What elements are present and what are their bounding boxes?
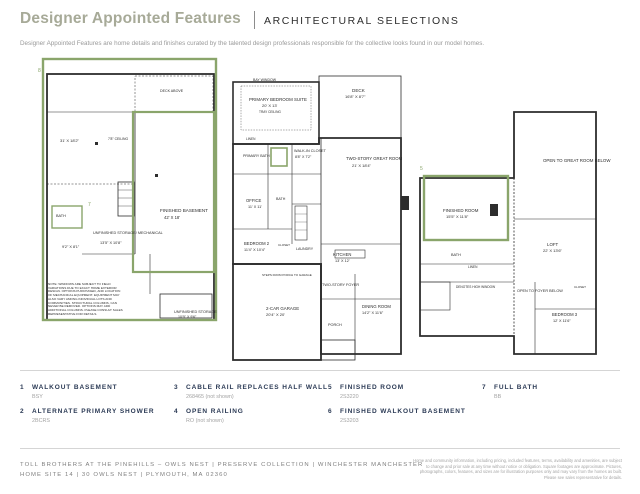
legend-item-4-num: 4 (174, 408, 178, 415)
second-linen-label: LINEN (468, 265, 478, 269)
basement-finished-label: FINISHED BASEMENT (160, 208, 208, 213)
second-finished-dim: 15'5" X 11'8" (446, 214, 469, 219)
basement-9ft-dim: 9'2" X 8'1" (62, 245, 80, 249)
first-walkin-dim: 8'8" X 7'2" (295, 155, 312, 159)
legend-top-rule (20, 370, 620, 371)
legend-item-6-code: 2S3203 (340, 418, 359, 424)
second-bed3-label: BEDROOM 3 (552, 312, 578, 317)
first-deck-label: DECK (352, 88, 366, 93)
page-title: Designer Appointed Features (20, 10, 241, 27)
second-loft-label: LOFT (547, 242, 559, 247)
page-header: Designer Appointed Features ARCHITECTURA… (20, 8, 620, 32)
first-great-label: TWO-STORY GREAT ROOM (346, 156, 403, 161)
legend-item-6-title: FINISHED WALKOUT BASEMENT (340, 408, 466, 415)
first-bath-label: BATH (276, 197, 286, 201)
first-kitchen-label: KITCHEN (333, 252, 351, 257)
legend-item-1-title: WALKOUT BASEMENT (32, 384, 118, 391)
basement-mech-dim: 13'5" X 10'8" (100, 241, 122, 245)
first-floor-plan: BAY WINDOW PRIMARY BEDROOM SUITE 20' X 1… (232, 75, 409, 361)
first-closet-label: CLOSET (278, 243, 290, 247)
second-bath-label: BATH (451, 253, 461, 257)
basement-note: NOTE: WINDOWS ARE SUBJECT TO FIELD VARIA… (48, 283, 123, 316)
first-dining-dim: 14'2" X 11'6" (362, 311, 384, 315)
second-bed3-dim: 12' X 11'6" (553, 319, 571, 323)
first-foyer-label: TWO-STORY FOYER (322, 283, 359, 287)
first-linen-label: LINEN (246, 137, 256, 141)
first-garage-label: 2-CAR GARAGE (266, 306, 299, 311)
legend-item-3-title: CABLE RAIL REPLACES HALF WALL (186, 384, 328, 391)
second-finished-label: FINISHED ROOM (443, 208, 479, 213)
legend-item-2-code: 2BCRS (32, 418, 50, 424)
legend-item-7-code: BB (494, 394, 502, 400)
legend-item-2-num: 2 (20, 408, 24, 415)
legend-item-1-num: 1 (20, 384, 24, 391)
basement-deck-label: DECK ABOVE (160, 89, 184, 93)
basement-unexcavated-dim: 31' X 18'2" (60, 138, 80, 143)
first-bed2-label: BEDROOM 2 (244, 241, 270, 246)
legend-item-7-num: 7 (482, 384, 486, 391)
legend-item-5-title: FINISHED ROOM (340, 384, 405, 391)
first-primary-bath-label: PRIMARY BATH (243, 154, 270, 158)
features-legend: 1 WALKOUT BASEMENT BSY 2 ALTERNATE PRIMA… (20, 384, 620, 434)
second-floor-plan: FINISHED ROOM 15'5" X 11'8" OPEN TO GREA… (419, 111, 611, 355)
legend-item-3-num: 3 (174, 384, 178, 391)
footer-disclaimer: Home and community information, includin… (413, 458, 622, 480)
first-great-dim: 21' X 18'4" (352, 163, 372, 168)
basement-storage-dim: 10'9" X 9'6" (178, 315, 197, 319)
marker-8: 8 (38, 68, 41, 74)
legend-item-7-title: FULL BATH (494, 384, 538, 391)
first-dining-label: DINING ROOM (362, 304, 391, 309)
marker-7: 7 (88, 202, 91, 208)
legend-item-4-code: RO (not shown) (186, 418, 224, 424)
intro-text: Designer Appointed Features are home det… (20, 40, 485, 47)
first-office-label: OFFICE (246, 198, 262, 203)
legend-item-2-title: ALTERNATE PRIMARY SHOWER (32, 408, 155, 415)
first-tray-label: TRAY CEILING (259, 110, 281, 114)
first-deck-dim: 16'8" X 8'7" (345, 94, 366, 99)
footer-homesite: HOME SITE 14 | 30 OWLS NEST | PLYMOUTH, … (20, 472, 228, 478)
first-walkin-label: WALK-IN CLOSET (294, 149, 327, 153)
basement-storage-label: UNFINISHED STORAGE (174, 310, 217, 314)
basement-mech-label: UNFINISHED STORAGE/ MECHANICAL (93, 231, 163, 235)
legend-item-1-code: BSY (32, 394, 43, 400)
legend-item-3-code: 268465 (not shown) (186, 394, 234, 400)
second-open-great-label: OPEN TO GREAT ROOM BELOW (543, 158, 611, 163)
basement-ceiling-label: 7'8" CEILING (108, 137, 128, 141)
second-denotes-label: DENOTES HIGH WINDOW (456, 285, 495, 289)
basement-plan: DECK ABOVE 31' X 18'2" 7'8" CEILING BATH… (38, 57, 217, 322)
first-bay-label: BAY WINDOW (253, 78, 277, 82)
basement-finished-dim: 42' X 18' (164, 215, 180, 220)
footer-top-rule (20, 448, 620, 449)
footer-community: TOLL BROTHERS AT THE PINEHILLS – OWLS NE… (20, 462, 424, 468)
first-primary-label: PRIMARY BEDROOM SUITE (249, 97, 307, 102)
basement-bath-label: BATH (56, 214, 66, 218)
floor-plans: DECK ABOVE 31' X 18'2" 7'8" CEILING BATH… (0, 54, 640, 366)
legend-item-6-num: 6 (328, 408, 332, 415)
second-open-foyer-label: OPEN TO FOYER BELOW (517, 289, 563, 293)
second-loft-dim: 22' X 13'6" (543, 248, 563, 253)
first-laundry-label: LAUNDRY (296, 247, 314, 251)
first-steps-label: STEPS FROM PORCH TO GARAGE (262, 273, 312, 277)
second-closet-label: CLOSET (574, 285, 586, 289)
marker-5: 5 (420, 166, 423, 172)
first-office-dim: 11' X 11' (248, 205, 262, 209)
title-divider (254, 11, 255, 29)
first-garage-dim: 20'4" X 20' (266, 312, 285, 317)
first-primary-dim: 20' X 13' (262, 103, 278, 108)
first-bed2-dim: 11'4" X 10'4" (244, 248, 266, 252)
legend-item-4-title: OPEN RAILING (186, 408, 244, 415)
footer-address: TOLL BROTHERS AT THE PINEHILLS – OWLS NE… (20, 460, 424, 480)
legend-item-5-code: 2S3220 (340, 394, 359, 400)
first-kitchen-dim: 13' X 12' (335, 259, 350, 263)
legend-item-5-num: 5 (328, 384, 332, 391)
first-porch-label: PORCH (328, 323, 342, 327)
page-subtitle: ARCHITECTURAL SELECTIONS (264, 15, 460, 27)
